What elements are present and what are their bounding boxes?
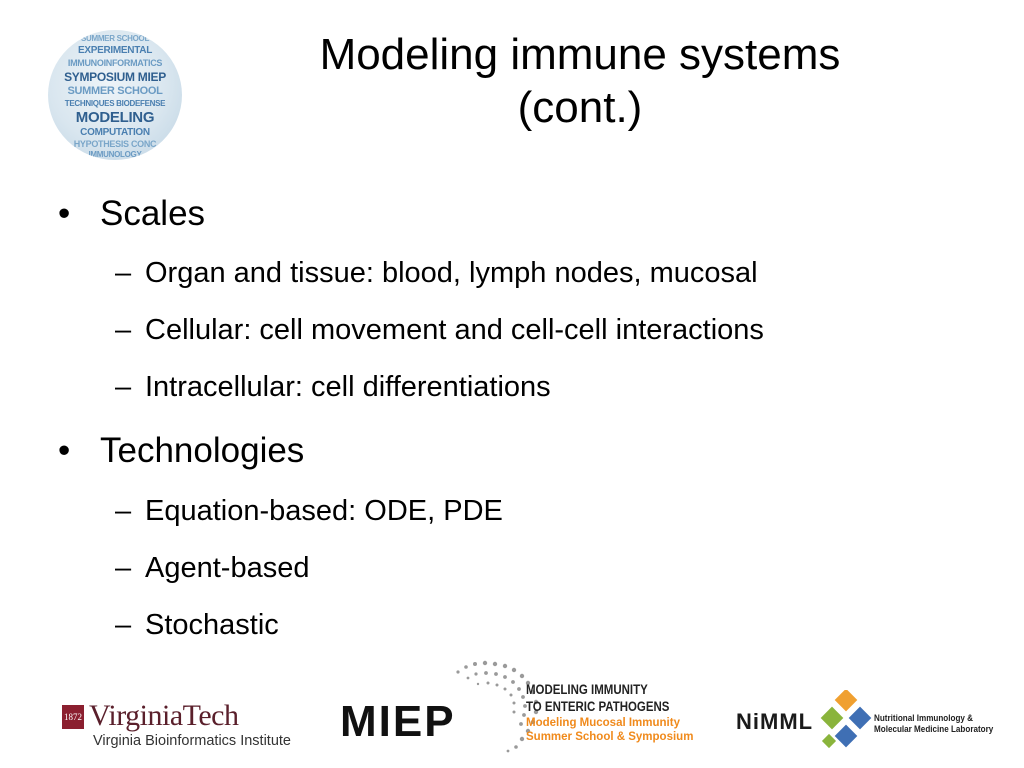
dash-glyph: – [115,495,132,527]
vt-subtitle: Virginia Bioinformatics Institute [93,733,291,749]
dash-glyph: – [115,609,132,641]
globe-word: HYPOTHESIS CONC [73,139,157,149]
bullet-glyph: • [58,194,71,233]
miep-wordmark: MIEP [340,697,456,746]
bullet-technologies: • Technologies [58,431,304,471]
nimml-wordmark: NiMML [736,709,814,734]
vt-name: VirginiaTech [89,699,239,732]
globe-word: MODELING [75,109,155,126]
sub-bullet: –Stochastic [115,608,279,642]
nimml-subtitle-line-1: Nutritional Immunology & [874,713,973,723]
title-line-1: Modeling immune systems [319,30,841,79]
dash-glyph: – [115,314,132,346]
bullet-scales: • Scales [58,194,205,234]
word-cloud-globe-logo: SUMMER SCHOOL EXPERIMENTAL IMMUNOINFORMA… [48,30,182,160]
bullet-label: Technologies [100,431,305,470]
sub-bullet-text: Organ and tissue: blood, lymph nodes, mu… [145,257,758,289]
miep-logo: MIEP MODELING IMMUNITY TO ENTERIC PATHOG… [340,655,720,755]
globe-word: TECHNIQUES BIODEFENSE [64,99,166,108]
miep-subheading-line-2: Summer School & Symposium [526,731,694,743]
nimml-logo: NiMML Nutritional Immunology & Molecular… [736,690,996,760]
miep-subheading: Modeling Mucosal Immunity Summer School … [526,716,693,744]
slide-title: Modeling immune systems (cont.) [250,28,910,134]
vt-shield-icon: 1872 [62,705,84,729]
dash-glyph: – [115,371,132,403]
nimml-subtitle: Nutritional Immunology & Molecular Medic… [874,713,993,735]
miep-heading-line-1: MODELING IMMUNITY [526,682,648,697]
sub-bullet: –Equation-based: ODE, PDE [115,494,503,528]
sub-bullet-text: Stochastic [145,609,279,641]
sub-bullet-text: Equation-based: ODE, PDE [145,495,503,527]
nimml-diamond-icon [820,690,872,749]
sub-bullet: –Agent-based [115,551,309,585]
sub-bullet-text: Cellular: cell movement and cell-cell in… [145,314,764,346]
globe-word: COMPUTATION [80,127,150,138]
dash-glyph: – [115,257,132,289]
bullet-glyph: • [58,431,71,470]
miep-heading-line-2: TO ENTERIC PATHOGENS [526,699,670,714]
sub-bullet-text: Agent-based [145,552,310,584]
globe-word: SUMMER SCHOOL [80,34,150,43]
dash-glyph: – [115,552,132,584]
sub-bullet: –Cellular: cell movement and cell-cell i… [115,313,764,347]
sub-bullet-text: Intracellular: cell differentiations [145,371,551,403]
sub-bullet: –Organ and tissue: blood, lymph nodes, m… [115,256,758,290]
title-line-2: (cont.) [517,83,643,132]
globe-word: IMMUNOLOGY [88,150,142,159]
miep-dot-arc-icon [456,660,539,753]
bullet-label: Scales [100,194,206,233]
virginia-tech-logo: 1872 VirginiaTech Virginia Bioinformatic… [62,699,322,755]
nimml-subtitle-line-2: Molecular Medicine Laboratory [874,724,994,734]
globe-word: EXPERIMENTAL [78,45,152,56]
globe-word: SUMMER SCHOOL [67,85,163,97]
miep-heading: MODELING IMMUNITY TO ENTERIC PATHOGENS [526,681,669,715]
sub-bullet: –Intracellular: cell differentiations [115,370,551,404]
globe-word: IMMUNOINFORMATICS [67,58,163,68]
miep-subheading-line-1: Modeling Mucosal Immunity [526,717,680,729]
globe-word: SYMPOSIUM MIEP [64,70,166,84]
